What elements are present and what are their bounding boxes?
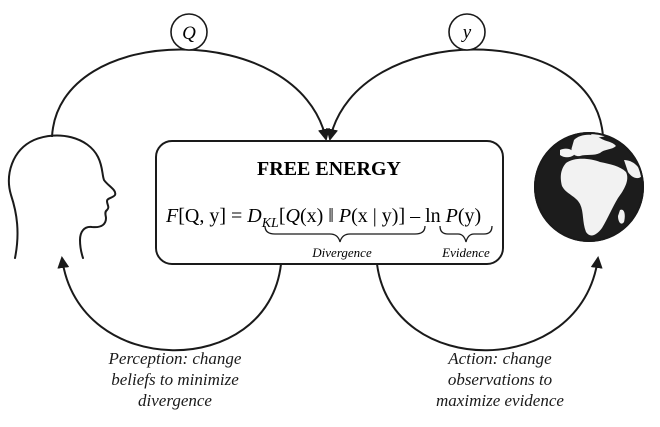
free-energy-box [155, 140, 504, 265]
perception-bottom-arc [57, 256, 282, 352]
perception-caption-line: divergence [138, 391, 212, 410]
action-caption-line: maximize evidence [436, 391, 564, 410]
q-node-label: Q [182, 23, 196, 44]
q-node [170, 13, 208, 51]
y-node-label: y [461, 22, 472, 43]
action-caption-line: Action: change [448, 349, 552, 368]
evidence-brace [439, 225, 493, 243]
action-top-arc [326, 48, 604, 141]
action-caption-line: observations to [447, 370, 553, 389]
action-caption: Action: change observations to maximize … [380, 348, 620, 411]
head-profile-icon [7, 134, 117, 259]
evidence-label: Evidence [441, 245, 490, 260]
perception-caption: Perception: change beliefs to minimize d… [60, 348, 290, 411]
free-energy-title: FREE ENERGY [257, 158, 401, 180]
divergence-brace [264, 225, 426, 243]
action-bottom-arc [376, 256, 603, 352]
perception-caption-line: beliefs to minimize [111, 370, 239, 389]
perception-top-arc [51, 48, 330, 141]
divergence-label: Divergence [311, 245, 372, 260]
y-node [448, 13, 486, 51]
globe-icon [534, 132, 644, 242]
perception-caption-line: Perception: change [108, 349, 242, 368]
